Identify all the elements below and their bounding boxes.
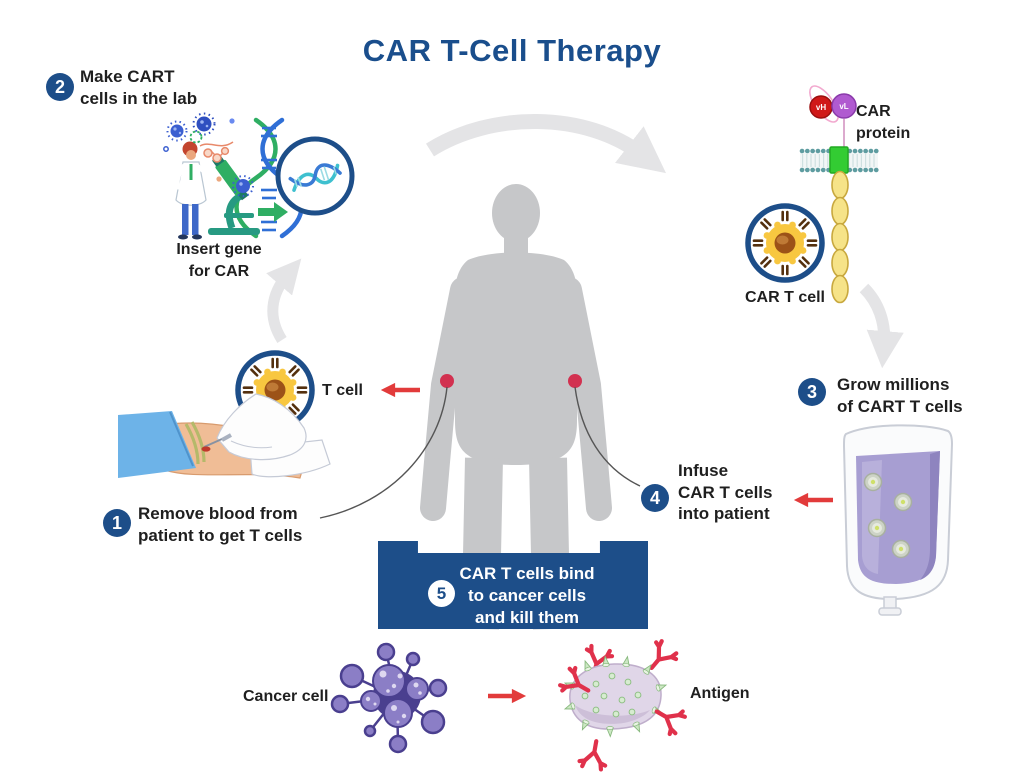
step4-label: Infuse CAR T cells into patient — [678, 461, 773, 523]
blood-draw-illustration — [118, 393, 331, 479]
flow-arrow-top-icon — [425, 114, 667, 174]
connector-line-left — [319, 386, 448, 519]
cancer-cell-label: Cancer cell — [243, 688, 329, 705]
antigen-label: Antigen — [690, 685, 750, 702]
antigen-cell-illustration — [558, 639, 686, 770]
car-t-cell-label: CAR T cell — [744, 289, 825, 306]
car-protein-label: CAR protein — [856, 103, 911, 142]
car-protein-diagram: vH vL — [799, 85, 880, 304]
page-title: CAR T-Cell Therapy — [362, 33, 662, 68]
step2-label: Make CART cells in the lab — [80, 67, 198, 108]
t-cell-label: T cell — [322, 382, 363, 399]
flow-arrow-left-icon — [266, 258, 302, 343]
flow-arrow-right-icon — [859, 283, 904, 369]
step3-badge: 3 — [798, 378, 826, 406]
step4-badge: 4 — [641, 484, 669, 512]
infusion-site-dot — [568, 374, 582, 388]
step1-label: Remove blood from patient to get T cells — [138, 504, 303, 545]
step5-label: CAR T cells bind to cancer cells and kil… — [459, 564, 595, 627]
step5-badge: 5 — [428, 580, 455, 607]
connector-line-right — [574, 386, 641, 487]
step1-badge: 1 — [103, 509, 131, 537]
step3-label: Grow millions of CART T cells — [837, 375, 963, 416]
step2-badge: 2 — [46, 73, 74, 101]
dna-circle-icon — [275, 136, 355, 216]
iv-bag-illustration — [842, 424, 954, 616]
cancer-cell-illustration — [330, 642, 448, 754]
step5-banner — [378, 541, 648, 629]
vl-label: vL — [839, 102, 848, 111]
insert-gene-label: Insert gene for CAR — [176, 241, 262, 280]
blood-draw-site-dot — [440, 374, 454, 388]
vh-label: vH — [816, 103, 826, 112]
car-t-cell-icon — [748, 206, 822, 280]
